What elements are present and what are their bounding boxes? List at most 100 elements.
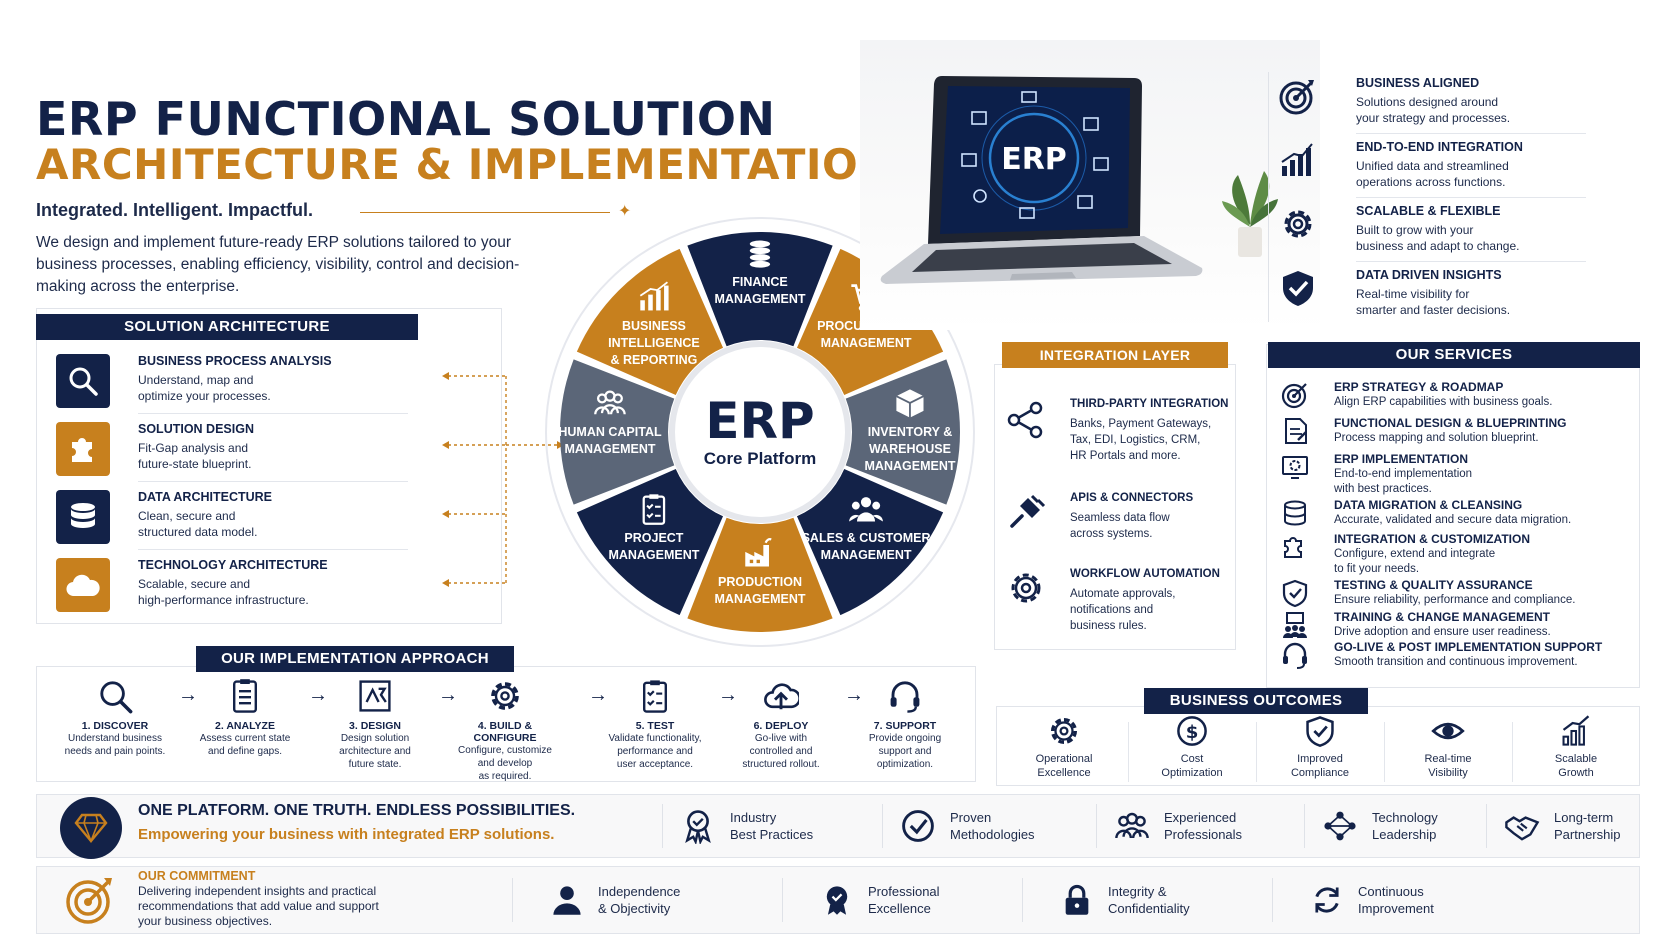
wheel-center: [669, 341, 851, 523]
bar-chart-icon: [639, 281, 669, 311]
service-title: TRAINING & CHANGE MANAGEMENT: [1334, 610, 1550, 624]
wheel-segment-label: MANAGEMENT: [821, 336, 912, 350]
value-label: Independence& Objectivity: [598, 884, 681, 916]
person-icon: [553, 886, 581, 915]
growth-chart-icon: [1562, 715, 1590, 746]
title-line-2: ARCHITECTURE & IMPLEMENTATION: [36, 140, 894, 189]
award-icon: [685, 810, 711, 844]
architecture-connectors: [442, 372, 564, 587]
tagline-rule: [360, 212, 610, 213]
target-icon: [1281, 383, 1307, 409]
people-icon: [849, 497, 883, 522]
wheel-segment-label: INVENTORY &: [868, 425, 953, 439]
wheel-segment-shape: [576, 248, 724, 396]
service-title: ERP IMPLEMENTATION: [1334, 452, 1469, 466]
cloud-upload-icon: [764, 683, 799, 710]
wheel-segment-label: FINANCE: [732, 275, 788, 289]
design-icon: [359, 680, 391, 712]
step-title: 7. SUPPORT: [873, 720, 937, 732]
service-title: FUNCTIONAL DESIGN & BLUEPRINTING: [1334, 416, 1567, 430]
wheel-center-title: ERP: [705, 392, 814, 450]
wheel-segment-label: & REPORTING: [611, 353, 698, 367]
service-desc: Ensure reliability, performance and comp…: [1334, 594, 1576, 606]
sa-title: BUSINESS PROCESS ANALYSIS: [138, 354, 332, 368]
step-title: 6. DEPLOY: [753, 720, 809, 732]
benefits-list: BUSINESS ALIGNED Solutions designed arou…: [1268, 72, 1648, 332]
banner-subline: Empowering your business with integrated…: [138, 826, 555, 843]
network-icon: [1324, 811, 1356, 841]
service-desc: Drive adoption and ensure user readiness…: [1334, 626, 1551, 638]
benefit-business-aligned: BUSINESS ALIGNED Solutions designed arou…: [1268, 72, 1672, 134]
coins-icon: [749, 240, 771, 268]
erp-wheel: FINANCEMANAGEMENTPROCUREMENTMANAGEMENTIN…: [545, 217, 975, 647]
step-title: 4. BUILD & CONFIGURE: [473, 720, 537, 744]
team-icon: [1115, 812, 1149, 839]
wheel-segment-label: MANAGEMENT: [608, 548, 699, 562]
approach-heading: OUR IMPLEMENTATION APPROACH: [196, 646, 514, 672]
handshake-icon: [1505, 816, 1540, 841]
step-title: 2. ANALYZE: [215, 720, 275, 732]
arrow-right-icon: →: [718, 684, 738, 706]
share-nodes-icon: [1007, 401, 1043, 439]
wheel-segment-label: MANAGEMENT: [865, 459, 956, 473]
arrow-right-icon: →: [844, 684, 864, 706]
commitment-value: Independence& Objectivity: [550, 870, 680, 930]
solution-architecture-panel: [36, 308, 502, 624]
check-circle-icon: [902, 810, 934, 842]
commitment-value: Integrity &Confidentiality: [1060, 870, 1190, 930]
cloud-icon: [56, 558, 110, 612]
services-heading: OUR SERVICES: [1268, 342, 1640, 368]
search-icon: [56, 354, 110, 408]
services-panel: [1266, 344, 1640, 688]
wheel-segment-label: MANAGEMENT: [565, 442, 656, 456]
commitment-target-icon: [66, 878, 112, 924]
factory-icon: [745, 538, 772, 567]
blueprint-icon: [1285, 418, 1307, 444]
eye-icon: [1431, 722, 1465, 740]
wheel-segment-label: SALES & CUSTOMER: [802, 531, 931, 545]
gear-icon: [1284, 210, 1312, 238]
step-title: 5. TEST: [635, 720, 675, 732]
wheel-segment-shape: [687, 517, 833, 632]
laptop-illustration: ERP: [860, 40, 1320, 330]
plant-decoration: [1220, 155, 1280, 265]
headset-icon: [1283, 642, 1307, 669]
solution-architecture-list: BUSINESS PROCESS ANALYSIS Understand, ma…: [36, 348, 564, 618]
checklist-icon: [233, 679, 257, 713]
benefit-end-to-end-integration: END-TO-END INTEGRATION Unified data and …: [1268, 136, 1672, 198]
database-icon: [1284, 500, 1306, 526]
arrow-right-icon: →: [178, 684, 198, 706]
medal-icon: [826, 886, 848, 915]
commitment-heading: OUR COMMITMENT: [138, 869, 256, 883]
integration-layer-heading: INTEGRATION LAYER: [1002, 342, 1228, 368]
arrow-right-icon: →: [308, 684, 328, 706]
search-icon: [100, 681, 133, 714]
